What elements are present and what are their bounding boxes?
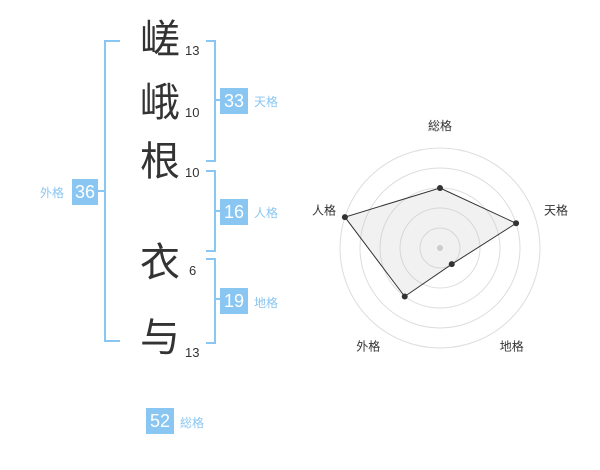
- radar-data-point: [513, 220, 520, 227]
- tenkaku-bracket: [206, 40, 216, 162]
- radar-axis-label: 人格: [312, 202, 336, 217]
- stroke-count-1: 13: [185, 43, 200, 58]
- name-character-3: 根: [140, 139, 180, 185]
- chikaku-bracket: [206, 258, 216, 344]
- gaikaku-label: 外格: [40, 186, 65, 200]
- radar-points: [341, 185, 520, 300]
- soukaku-value-badge: 52: [146, 408, 174, 434]
- name-character-2: 峨: [140, 80, 180, 126]
- radar-data-point: [401, 293, 408, 300]
- chikaku-value-badge: 19: [220, 288, 248, 314]
- name-character-1: 嵯: [140, 17, 180, 63]
- gaikaku-bracket: [104, 40, 120, 342]
- jinkaku-label: 人格: [254, 206, 279, 220]
- radar-axis-label: 外格: [356, 339, 380, 354]
- stroke-count-3: 10: [185, 165, 200, 180]
- jinkaku-bracket-tick: [214, 210, 220, 212]
- stroke-count-2: 10: [185, 105, 200, 120]
- stroke-count-4: 6: [189, 263, 197, 278]
- tenkaku-label: 天格: [254, 95, 279, 109]
- tenkaku-value-badge: 33: [220, 88, 248, 114]
- chikaku-label: 地格: [254, 296, 279, 310]
- radar-axis-label: 天格: [544, 202, 568, 217]
- name-character-4: 衣: [140, 240, 180, 286]
- radar-ring: [419, 227, 461, 269]
- radar-center-dot: [437, 245, 443, 251]
- chikaku-bracket-tick: [214, 298, 220, 300]
- jinkaku-value-badge: 16: [220, 199, 248, 225]
- radar-data-polygon: [344, 187, 518, 298]
- radar-ring: [359, 167, 521, 329]
- radar-axis-label: 地格: [500, 339, 524, 354]
- soukaku-label: 総格: [180, 416, 205, 430]
- radar-data-point: [341, 214, 348, 221]
- stroke-count-5: 13: [185, 345, 200, 360]
- radar-ring: [339, 147, 541, 349]
- gaikaku-bracket-tick: [98, 190, 104, 192]
- gaikaku-value-badge: 36: [72, 179, 98, 205]
- name-character-5: 与: [140, 315, 180, 361]
- radar-ring: [399, 207, 481, 289]
- radar-data-point: [437, 185, 443, 191]
- radar-axis-label: 総格: [428, 118, 452, 133]
- tenkaku-bracket-tick: [214, 99, 220, 101]
- radar-data-point: [448, 261, 455, 268]
